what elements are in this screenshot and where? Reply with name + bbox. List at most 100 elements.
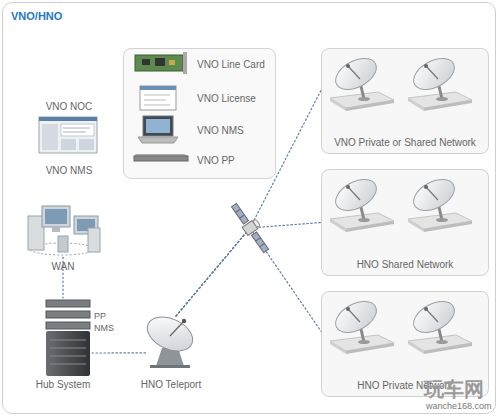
teleport-node: HNO Teleport	[146, 316, 196, 368]
noc-node: VNO NOCVNO NMS	[39, 117, 99, 155]
license-icon	[140, 86, 176, 90]
license-icon	[140, 86, 176, 110]
network-box: HNO Shared Network	[321, 169, 489, 276]
dotted-link	[92, 352, 146, 353]
hub-rack	[50, 340, 86, 341]
satellite	[256, 238, 261, 241]
line-card-icon	[135, 52, 187, 74]
network-dishes	[408, 52, 472, 111]
wan-computers	[58, 236, 68, 252]
vno-package-box: VNO Line CardVNO LicenseVNO NMS VNO PP	[123, 48, 276, 179]
satellite	[231, 203, 248, 224]
item-label: VNO Line Card	[197, 59, 275, 71]
noc-screenshot	[63, 132, 86, 133]
dotted-link	[176, 90, 321, 316]
hub-rack	[46, 311, 90, 318]
noc-screenshot	[61, 139, 76, 150]
noc-screenshot	[42, 124, 58, 150]
laptop-icon	[146, 119, 170, 133]
laptop-icon	[138, 137, 178, 143]
network-dishes	[330, 295, 394, 354]
node-caption: WAN	[13, 261, 113, 273]
wan-node: WAN	[26, 201, 104, 257]
noc-screenshot	[61, 124, 94, 136]
wan-computers	[28, 206, 100, 255]
noc-screenshot	[63, 128, 90, 129]
teleport-antenna	[142, 310, 198, 357]
unit-label: NMS	[94, 322, 128, 334]
network-caption: HNO Shared Network	[322, 259, 488, 271]
satellite	[229, 199, 274, 254]
node-caption: VNO NMS	[19, 165, 119, 177]
hub-rack	[50, 356, 86, 357]
hub-rack	[46, 300, 90, 376]
license-icon	[144, 105, 170, 106]
network-dishes	[330, 173, 394, 232]
unit-label: PP	[94, 310, 128, 322]
license-icon	[144, 95, 170, 96]
pp-device-icon	[134, 154, 188, 156]
noc-screenshot	[39, 117, 97, 121]
frame-title: VNO/HNO	[11, 10, 131, 22]
dotted-link	[62, 257, 63, 298]
dotted-link	[176, 223, 321, 317]
satellite	[240, 215, 245, 218]
satellite	[260, 243, 265, 246]
network-caption: VNO Private or Shared Network	[322, 137, 488, 149]
network-dishes	[408, 295, 472, 354]
node-caption: Hub System	[13, 379, 113, 391]
laptop-icon	[143, 116, 173, 136]
hub-system-node: PPNMSHub System	[46, 298, 92, 378]
teleport-antenna	[142, 310, 198, 368]
network-box: VNO Private or Shared Network	[321, 48, 489, 154]
wan-computers	[88, 228, 100, 252]
hub-rack	[50, 348, 86, 349]
line-card-icon	[142, 59, 150, 65]
line-card-icon	[155, 58, 165, 66]
license-icon	[140, 86, 176, 110]
watermark-url: wanche168.com	[426, 401, 492, 411]
teleport-antenna	[156, 348, 184, 366]
satellite	[252, 232, 269, 253]
wan-computers	[74, 216, 98, 234]
dotted-link	[176, 228, 321, 331]
noc-screenshot	[39, 117, 97, 153]
wan-computers	[77, 219, 95, 231]
hub-rack	[46, 322, 90, 329]
hub-rack	[46, 300, 90, 307]
wan-computers	[52, 227, 60, 232]
network-dishes	[330, 52, 472, 354]
teleport-antenna	[150, 365, 190, 368]
network-caption: HNO Private Network	[322, 380, 488, 392]
node-caption: HNO Teleport	[121, 379, 221, 391]
network-dishes	[330, 52, 394, 111]
line-card-icon	[135, 55, 183, 71]
wan-computers	[42, 206, 70, 227]
line-card-icon	[183, 52, 187, 74]
satellite	[242, 220, 258, 235]
node-caption: VNO NOC	[19, 101, 119, 113]
item-label: VNO PP	[197, 155, 275, 167]
pp-device-icon	[134, 156, 188, 161]
item-label: VNO License	[197, 93, 275, 105]
wan-computers	[30, 243, 94, 255]
outer-frame: VNO/HNOVNO NOCVNO NMSWANPPNMSHub SystemH…	[2, 2, 496, 414]
satellite	[235, 209, 240, 212]
network-dishes	[408, 173, 472, 232]
teleport-antenna	[170, 321, 184, 336]
wan-computers	[45, 209, 67, 224]
item-label: VNO NMS	[197, 125, 275, 137]
pp-device-icon	[134, 154, 188, 161]
license-icon	[144, 100, 166, 101]
satellite	[253, 219, 261, 228]
teleport-antenna	[182, 319, 186, 323]
hub-rack	[46, 331, 90, 376]
hub-rack	[50, 364, 86, 365]
noc-screenshot	[79, 139, 94, 150]
watermark: 玩车网	[424, 376, 484, 403]
